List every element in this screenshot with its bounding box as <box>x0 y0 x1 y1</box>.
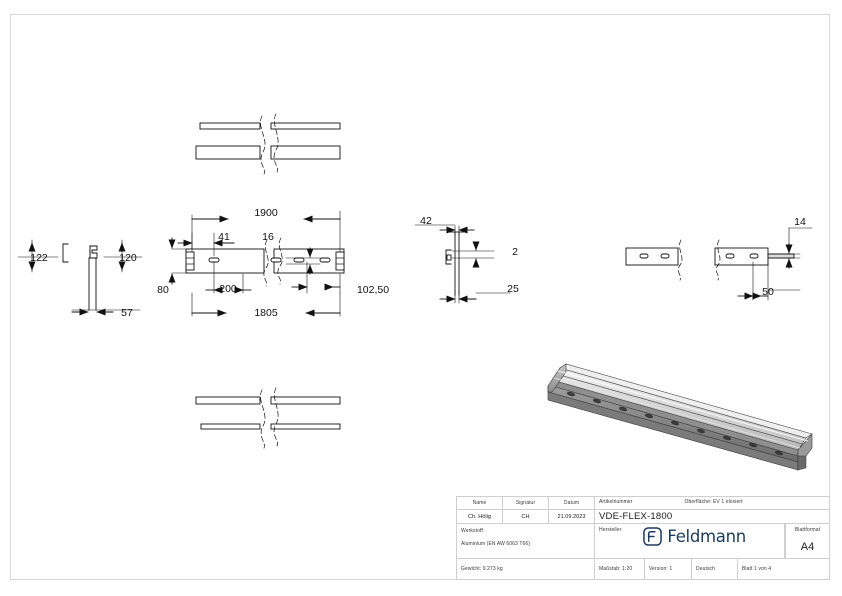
header-signature: Signatur <box>503 497 549 510</box>
header-signature-label: Signatur <box>515 500 536 507</box>
title-block-value-row: Ch. Hölig CH 21.09.2023 VDE-FLEX-1800 <box>457 510 829 525</box>
header-date-label: Datum <box>563 500 580 507</box>
value-name: Ch. Hölig <box>457 510 503 524</box>
weight-text: Gewicht: 9.273 kg <box>461 565 503 572</box>
value-name-text: Ch. Hölig <box>467 513 491 520</box>
header-article-label: Artikelnummer <box>599 499 633 505</box>
value-date: 21.09.2023 <box>549 510 595 524</box>
manufacturer-cell: Hersteller Feldmann <box>595 524 785 558</box>
title-block-footer-row: Gewicht: 9.273 kg Maßstab: 1:20 Version:… <box>457 558 829 580</box>
language-cell: Deutsch <box>692 558 738 580</box>
material-cell: Werkstoff: Aluminium (EN AW 6063 T66) <box>457 524 595 558</box>
sheet-format-cell: Blattformat A4 <box>785 524 829 558</box>
value-signature-text: CH <box>521 513 530 520</box>
sheet-format-label: Blattformat <box>794 527 821 534</box>
sheet-number-text: Blatt 1 von 4 <box>742 565 772 572</box>
title-block-header-row: Name Signatur Datum Artikelnummer Oberfl… <box>457 497 829 511</box>
material-value: Aluminium (EN AW 6063 T66) <box>461 540 531 547</box>
version-cell: Version: 1 <box>645 558 692 580</box>
weight-cell: Gewicht: 9.273 kg <box>457 558 595 580</box>
header-name: Name <box>457 497 503 510</box>
header-date: Datum <box>549 497 595 510</box>
sheet-format-value: A4 <box>800 541 815 554</box>
language-text: Deutsch <box>696 565 716 572</box>
article-number-text: VDE-FLEX-1800 <box>599 511 673 523</box>
value-article: VDE-FLEX-1800 <box>595 510 829 523</box>
scale-text: Maßstab: 1:20 <box>599 565 633 572</box>
version-text: Version: 1 <box>649 565 673 572</box>
title-block: Name Signatur Datum Artikelnummer Oberfl… <box>456 496 830 580</box>
value-signature: CH <box>503 510 549 524</box>
material-label: Werkstoff: <box>461 528 485 535</box>
sheet-border <box>10 14 830 580</box>
header-article: Artikelnummer Oberfläche: EV 1 eloxiert <box>595 497 829 509</box>
value-date-text: 21.09.2023 <box>557 513 586 520</box>
header-surface-label: Oberfläche: EV 1 eloxiert <box>684 499 743 505</box>
feldmann-f-mark <box>643 527 663 547</box>
scale-cell: Maßstab: 1:20 <box>595 558 645 580</box>
feldmann-wordmark: Feldmann <box>667 527 746 547</box>
manufacturer-label: Hersteller <box>599 527 622 534</box>
sheet-number-cell: Blatt 1 von 4 <box>738 559 829 579</box>
header-name-label: Name <box>472 500 487 507</box>
feldmann-logo: Feldmann <box>643 527 746 546</box>
title-block-material-row: Werkstoff: Aluminium (EN AW 6063 T66) He… <box>457 524 829 559</box>
